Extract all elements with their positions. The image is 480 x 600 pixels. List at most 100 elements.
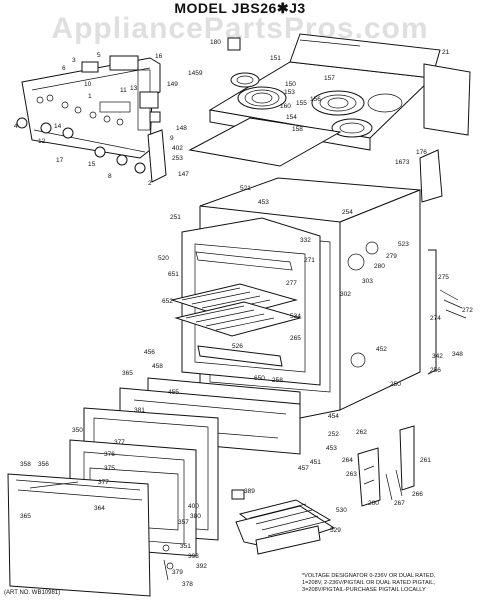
callout-8: 8: [108, 173, 112, 180]
callout-158: 158: [292, 126, 303, 133]
callout-375: 375: [104, 465, 115, 472]
voltage-footnote: *VOLTAGE DESIGNATOR 0-236V OR DUAL RATED…: [302, 573, 480, 594]
callout-456: 456: [144, 349, 155, 356]
surface-units: [230, 72, 373, 138]
callout-348: 348: [452, 351, 463, 358]
callout-365: 365: [122, 370, 133, 377]
callout-154: 154: [286, 114, 297, 121]
callout-458: 458: [152, 363, 163, 370]
callout-342: 342: [432, 353, 443, 360]
callout-351: 351: [180, 543, 191, 550]
callout-147: 147: [178, 171, 189, 178]
callout-381: 381: [134, 407, 145, 414]
broil-element: [195, 251, 293, 271]
footnote-line: 3=208V/PIGTAIL-PURCHASE PIGTAIL LOCALLY: [302, 587, 426, 593]
callout-302: 302: [340, 291, 351, 298]
callout-1459: 1459: [188, 70, 203, 77]
callout-2: 2: [148, 180, 152, 187]
callout-3: 3: [72, 57, 76, 64]
callout-400: 400: [188, 503, 199, 510]
callout-280: 280: [374, 263, 385, 270]
callout-279: 279: [386, 253, 397, 260]
callout-13: 13: [130, 85, 138, 92]
backguard-panel: [21, 57, 161, 159]
callout-402: 402: [172, 145, 183, 152]
callout-652: 652: [162, 298, 173, 305]
terminal-block: [427, 249, 437, 375]
callout-1: 1: [88, 93, 92, 100]
footnote-line: 1=208V, 2-236V/PIGTAIL OR DUAL RATED PIG…: [302, 580, 435, 586]
switch-components: [81, 37, 241, 123]
callout-10: 10: [84, 81, 92, 88]
callout-272: 272: [462, 307, 473, 314]
pigtail-wires: [439, 289, 467, 319]
callout-260: 260: [368, 500, 379, 507]
callout-16: 16: [155, 53, 163, 60]
callout-261: 261: [420, 457, 431, 464]
callout-365: 365: [20, 513, 31, 520]
callout-377: 377: [98, 479, 109, 486]
callout-267: 267: [394, 500, 405, 507]
callout-254: 254: [342, 209, 353, 216]
callout-454: 454: [328, 413, 339, 420]
callout-380: 380: [190, 513, 201, 520]
callout-452: 452: [376, 346, 387, 353]
callout-521: 521: [240, 185, 251, 192]
callout-526: 526: [232, 343, 243, 350]
broiler-pan-bracket: [231, 489, 245, 500]
callout-378: 378: [182, 581, 193, 588]
callout-9: 9: [170, 135, 174, 142]
callout-356: 356: [38, 461, 49, 468]
callout-376: 376: [104, 451, 115, 458]
callout-149: 149: [167, 81, 178, 88]
callout-12: 12: [38, 138, 46, 145]
callout-275: 275: [438, 274, 449, 281]
callout-258: 258: [272, 377, 283, 384]
callout-453: 453: [326, 445, 337, 452]
callout-358: 358: [20, 461, 31, 468]
callout-264: 264: [342, 457, 353, 464]
callout-350: 350: [72, 427, 83, 434]
callout-6: 6: [62, 65, 66, 72]
callout-303: 303: [362, 278, 373, 285]
callout-393: 393: [188, 553, 199, 560]
end-cap: [147, 129, 167, 183]
callout-253: 253: [172, 155, 183, 162]
callout-156: 156: [310, 96, 321, 103]
callout-265: 265: [290, 335, 301, 342]
callout-377: 377: [114, 439, 125, 446]
callout-14: 14: [54, 123, 62, 130]
callout-155: 155: [296, 100, 307, 107]
callout-271: 271: [304, 257, 315, 264]
callout-256: 256: [430, 367, 441, 374]
callout-21: 21: [442, 49, 450, 56]
oven-door: [7, 407, 219, 597]
callout-529: 529: [330, 527, 341, 534]
callout-180: 180: [210, 39, 221, 46]
broiler-pan: [235, 499, 336, 555]
callout-15: 15: [88, 161, 96, 168]
main-top-frame: [188, 117, 342, 167]
callout-263: 263: [346, 471, 357, 478]
callout-389: 389: [244, 488, 255, 495]
model-title: MODEL JBS26✱J3: [174, 0, 306, 16]
rear-panel: [423, 63, 471, 136]
callout-262: 262: [356, 429, 367, 436]
callout-534: 534: [290, 313, 301, 320]
callout-455: 455: [168, 389, 179, 396]
callout-5: 5: [97, 52, 101, 59]
callout-451: 451: [310, 459, 321, 466]
callout-650: 650: [254, 375, 265, 382]
callout-250: 250: [390, 381, 401, 388]
callout-379: 379: [172, 569, 183, 576]
callout-11: 11: [120, 87, 127, 94]
callout-457: 457: [298, 465, 309, 472]
callout-252: 252: [328, 431, 339, 438]
callout-274: 274: [430, 315, 441, 322]
art-number: (ART NO. WB10981): [4, 590, 61, 596]
callout-153: 153: [284, 89, 295, 96]
callout-530: 530: [336, 507, 347, 514]
callout-392: 392: [196, 563, 207, 570]
